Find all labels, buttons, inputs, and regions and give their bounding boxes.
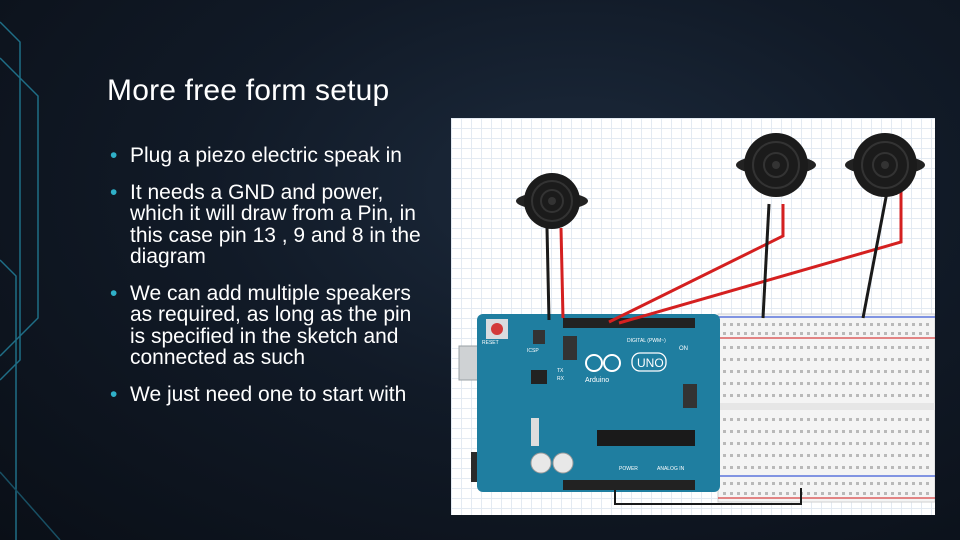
on-label: ON <box>679 346 688 352</box>
infinity-logo <box>585 354 621 372</box>
bullet-item: It needs a GND and power, which it will … <box>110 181 428 268</box>
wire-power-1 <box>559 227 565 319</box>
tx-label: TX <box>557 368 564 374</box>
bullet-list: Plug a piezo electric speak in It needs … <box>110 145 428 420</box>
board-logo: UNO <box>637 356 664 370</box>
wire-power-3 <box>618 192 903 325</box>
circuit-svg: RESET ICSP ON TX RX DIGITAL (PWM~) POWER… <box>458 133 935 505</box>
wire-ground-2 <box>761 203 771 319</box>
bullet-item: We just need one to start with <box>110 383 428 406</box>
piezo-speaker <box>736 133 816 197</box>
piezo-speaker <box>845 133 925 197</box>
wire-ground-3 <box>861 191 889 319</box>
wires <box>545 191 903 505</box>
piezo-speaker <box>516 173 588 229</box>
wire-ground-1 <box>545 227 551 321</box>
reset-button <box>491 323 503 335</box>
reset-label: RESET <box>482 340 499 346</box>
slide-title: More free form setup <box>107 74 390 107</box>
wire-ground-bottom <box>614 488 802 505</box>
digital-label: DIGITAL (PWM~) <box>627 338 666 344</box>
power-label: POWER <box>619 466 638 472</box>
bullet-item: We can add multiple speakers as required… <box>110 282 428 369</box>
circuit-diagram: RESET ICSP ON TX RX DIGITAL (PWM~) POWER… <box>451 118 935 515</box>
wire-power-2 <box>608 204 785 324</box>
breadboard <box>717 313 935 503</box>
bullet-item: Plug a piezo electric speak in <box>110 145 428 167</box>
rx-label: RX <box>557 376 565 382</box>
analog-label: ANALOG IN <box>657 466 685 472</box>
board-brand: Arduino <box>585 377 609 384</box>
icsp-label: ICSP <box>527 348 539 354</box>
arduino-board: RESET ICSP ON TX RX DIGITAL (PWM~) POWER… <box>458 314 720 492</box>
